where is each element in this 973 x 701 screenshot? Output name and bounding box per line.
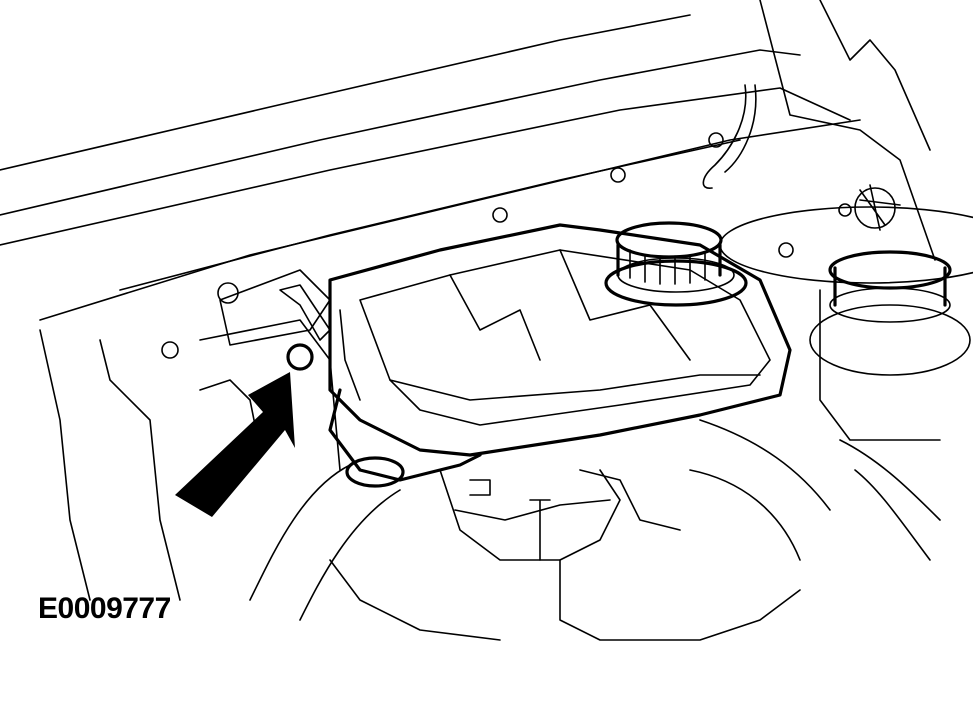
pressure-cap [604,221,748,307]
right-reservoir [809,250,971,441]
hood-panel [0,0,936,321]
left-structure [39,269,341,601]
engine-components [329,469,801,641]
retaining-clip [279,284,331,371]
strut-tower [719,184,973,284]
cowl-bolts [161,132,852,359]
figure-id-label: E0009777 [38,592,171,625]
wire-loop [702,84,757,189]
coolant-hoses [249,419,941,621]
callout-arrow-icon [175,372,295,517]
coolant-expansion-tank [328,223,792,482]
